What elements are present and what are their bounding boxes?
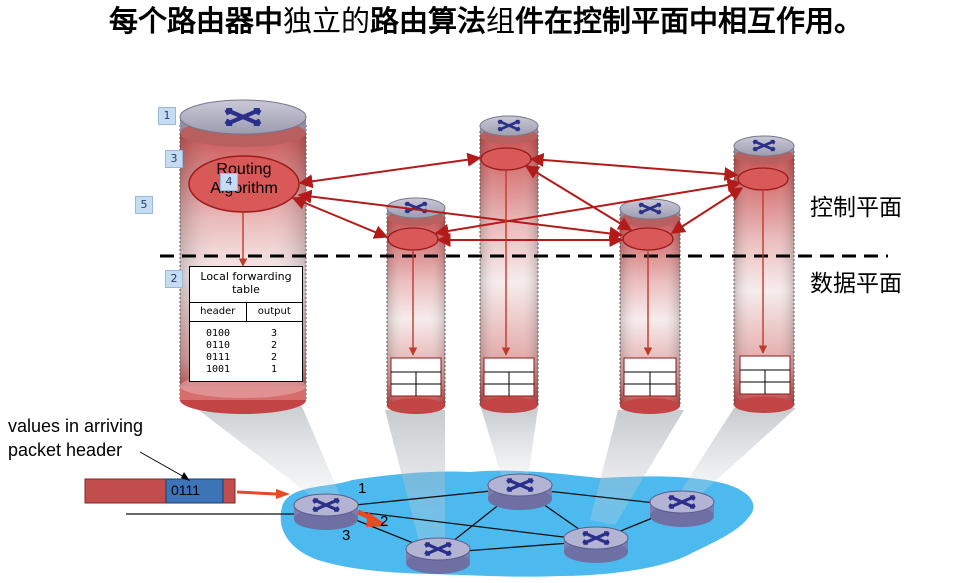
step-badge-1: 1 [158, 107, 176, 125]
table-row: 1001 1 [190, 364, 302, 376]
table-row: 0110 2 [190, 340, 302, 352]
forward-arrow-in-head [276, 489, 290, 499]
caption-pointer [139, 451, 187, 479]
step-badge-2: 2 [165, 270, 183, 288]
projection-beam-4 [590, 410, 684, 525]
title-part-1: 每个路由器中 [108, 4, 283, 38]
arriving-caption-line-1: values in arriving [8, 416, 144, 436]
arriving-caption-line-2: packet header [8, 440, 123, 460]
table-cell-header: 0111 [205, 352, 231, 363]
forwarding-table-output-col: output [257, 306, 291, 317]
table-cell-header: 0100 [205, 328, 231, 339]
forwarding-table-title-line-2: table [232, 283, 260, 296]
routing-algorithm-label: Routing Algorithm [194, 160, 294, 198]
control-arrows [291, 152, 744, 247]
control-node-2 [387, 227, 439, 251]
port-label-1: 1 [358, 480, 367, 497]
arriving-packet-caption: values in arriving packet header [8, 414, 143, 462]
packet-header-value: 0111 [171, 482, 201, 498]
router-tower-5 [733, 135, 795, 413]
net-router-e [563, 526, 629, 563]
table-cell-output: 3 [270, 328, 278, 339]
control-plane-label: 控制平面 [810, 195, 902, 221]
network-cloud [280, 470, 754, 577]
net-router-a [293, 493, 359, 530]
caption-pointer-head [181, 472, 190, 481]
table-cell-header: 0110 [205, 340, 231, 351]
table-row: 0111 2 [190, 352, 302, 364]
title-part-5: 件在控制平面中相互作用。 [515, 4, 864, 38]
routing-algorithm-line-2: Algorithm [210, 180, 278, 197]
table-cell-output: 1 [270, 364, 278, 375]
net-router-b [487, 473, 553, 510]
forwarding-table-header-col: header [190, 303, 247, 321]
control-node-3 [480, 147, 532, 171]
net-router-d [405, 537, 471, 574]
control-node-4 [622, 227, 674, 251]
slide-title: 每个路由器中独立的路由算法组件在控制平面中相互作用。 [0, 0, 972, 42]
title-part-4: 组 [486, 4, 516, 38]
step-badge-4: 4 [220, 173, 238, 191]
forwarding-table-header: header output [190, 302, 302, 322]
install-arrows [238, 170, 768, 356]
projection-beam-5 [680, 408, 796, 495]
local-forwarding-table: Local forwarding table header output 010… [189, 266, 303, 382]
title-part-2: 独立的 [282, 4, 370, 38]
data-plane-label: 数据平面 [810, 271, 902, 297]
projection-beam-2 [385, 410, 445, 545]
forward-arrow-out-head [366, 512, 388, 527]
title-part-3: 路由算法 [369, 4, 486, 38]
forwarding-table-title-line-1: Local forwarding [200, 270, 292, 283]
port-label-2: 2 [380, 513, 389, 530]
step-badge-3: 3 [165, 150, 183, 168]
projection-beam-1 [188, 402, 340, 495]
step-badge-5: 5 [135, 196, 153, 214]
table-cell-output: 2 [270, 340, 278, 351]
routing-algorithm-line-1: Routing [216, 161, 272, 178]
forward-arrow-in [236, 490, 277, 496]
table-cell-output: 2 [270, 352, 278, 363]
forwarding-table-title: Local forwarding table [190, 267, 302, 296]
projection-beam-3 [481, 408, 538, 478]
packet-header [165, 478, 224, 504]
port-label-3: 3 [342, 527, 351, 544]
net-router-c [649, 490, 715, 527]
control-node-5 [737, 167, 789, 191]
table-row: 0100 3 [190, 328, 302, 340]
forwarding-table-body: 0100 3 0110 2 0111 2 1001 1 [190, 322, 302, 376]
table-cell-header: 1001 [205, 364, 231, 375]
